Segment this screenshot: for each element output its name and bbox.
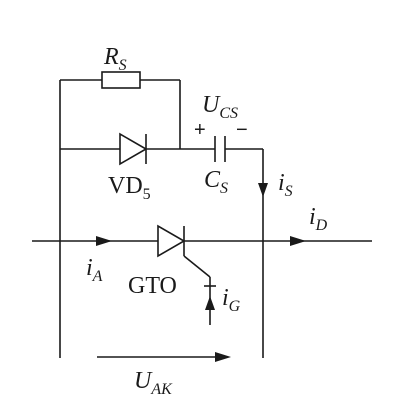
cs-label: CS bbox=[204, 167, 228, 197]
vd5-label: VD5 bbox=[108, 173, 151, 203]
ig-label: iG bbox=[222, 285, 241, 315]
id-label: iD bbox=[309, 204, 328, 234]
plus-sign: + bbox=[194, 119, 206, 141]
diode-vd5-triangle bbox=[119, 132, 148, 166]
is-label: iS bbox=[278, 170, 293, 200]
uak-label: UAK bbox=[134, 368, 173, 398]
id-arrow-head bbox=[290, 236, 306, 246]
ia-label: iA bbox=[86, 255, 103, 285]
ucs-label: UCS bbox=[202, 92, 238, 122]
minus-sign: − bbox=[236, 119, 248, 141]
gto-thyristor-triangle bbox=[157, 224, 186, 258]
ig-arrow-head bbox=[205, 296, 215, 310]
resistor-rs bbox=[101, 71, 141, 89]
gto-label: GTO bbox=[128, 273, 177, 299]
rs-label: RS bbox=[103, 44, 127, 74]
uak-arrow-head bbox=[215, 352, 231, 362]
gto-gate-lead bbox=[183, 255, 211, 278]
ia-arrow-head bbox=[96, 236, 112, 246]
is-arrow-head bbox=[258, 183, 268, 197]
